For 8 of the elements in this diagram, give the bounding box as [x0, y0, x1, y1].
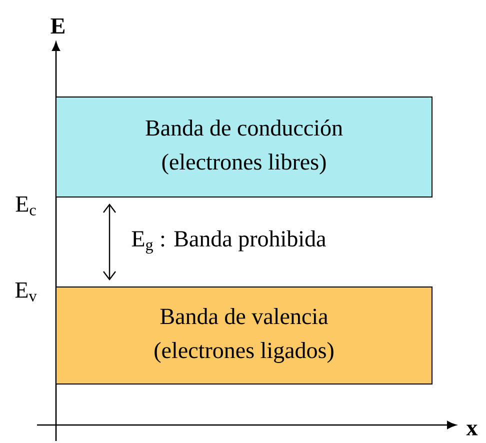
energy-level-label: E$_{c}$	[16, 196, 36, 216]
double-arrow	[103, 203, 116, 280]
valence-band-box: Banda de valencia (electrones ligados)	[56, 286, 432, 384]
axis-label: E	[50, 18, 64, 34]
energy-level-label: E$_{v}$	[15, 282, 37, 302]
gap-label: E$_{g}$ : Banda prohibida	[132, 230, 326, 254]
conduction-band-box: Banda de conducción (electrones libres)	[56, 96, 432, 198]
axis-label: x	[466, 424, 478, 436]
